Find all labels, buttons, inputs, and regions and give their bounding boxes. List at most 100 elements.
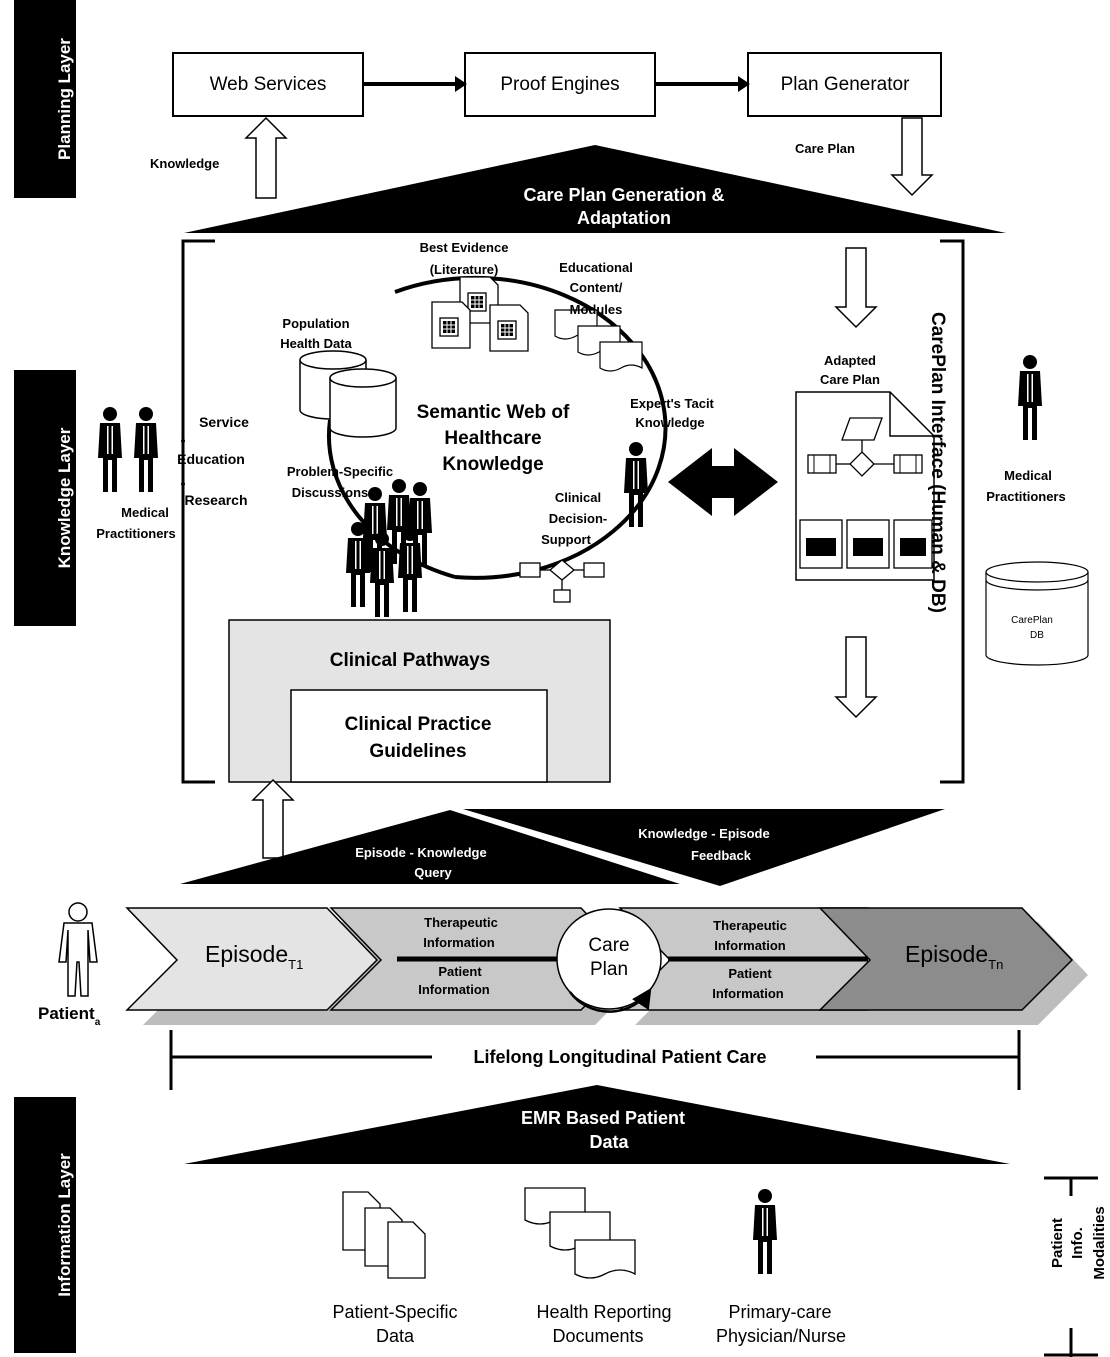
best-evidence-label-1: Best Evidence [420,240,509,255]
left-bracket [181,239,215,784]
svg-text:Information: Information [714,938,786,953]
svg-text:Clinical Pathways: Clinical Pathways [330,650,491,671]
svg-text:Therapeutic: Therapeutic [424,915,498,930]
educational-label-1: Educational [559,260,633,275]
patient-info-modalities: Patient Info. Modalities [1044,1176,1108,1357]
patient-icon [58,902,98,997]
medical-practitioners-left-icon [98,407,158,492]
practitioners-left-label-2: Practitioners [96,526,175,541]
episode-up-arrow [251,778,295,859]
svg-text:Knowledge - Episode: Knowledge - Episode [638,826,769,841]
svg-text:EpisodeTn: EpisodeTn [905,941,1003,972]
svg-text:Information: Information [423,935,495,950]
practitioners-right-label-1: Medical [1004,468,1052,483]
expert-person-icon [624,442,648,527]
svg-text:Proof Engines: Proof Engines [500,74,619,95]
knowledge-layer-label: Knowledge Layer [14,370,76,626]
svg-text:Query: Query [414,865,452,880]
knowledge-down-arrow-2 [834,636,878,719]
adapted-care-plan-label-1: Adapted [824,353,876,368]
population-label-2: Health Data [280,336,352,351]
health-reporting-label-1: Health Reporting [536,1302,671,1322]
semantic-web-title-2: Healthcare [444,428,541,449]
population-health-db-icon [299,350,397,438]
education-label: Education [177,451,245,467]
svg-text:Info.: Info. [1069,1227,1086,1259]
best-evidence-label-2: (Literature) [430,262,499,277]
right-bracket [940,239,965,784]
careplan-db-label-1: CarePlan [1011,615,1053,626]
svg-text:Plan: Plan [590,959,628,980]
svg-text:Care: Care [588,935,629,956]
svg-text:Guidelines: Guidelines [369,741,466,762]
lifelong-care-bar: Lifelong Longitudinal Patient Care [169,1030,1021,1090]
primary-care-label-1: Primary-care [728,1302,831,1322]
research-label: Research [184,492,247,508]
svg-text:EMR Based Patient: EMR Based Patient [521,1108,685,1128]
web-services-box: Web Services [172,52,364,117]
proof-engines-box: Proof Engines [464,52,656,117]
svg-text:Information: Information [418,982,490,997]
careplan-db-label-2: DB [1030,630,1044,641]
knowledge-up-arrow [244,116,288,199]
planning-layer-label: Planning Layer [14,0,76,198]
best-evidence-docs-icon [431,276,529,352]
knowledge-down-arrow-1 [834,247,878,329]
expert-label-1: Expert's Tacit [630,396,714,411]
service-label: Service [199,414,249,430]
svg-text:Therapeutic: Therapeutic [713,918,787,933]
svg-text:Information: Information [712,986,784,1001]
svg-text:Knowledge Layer: Knowledge Layer [55,427,74,568]
problem-specific-label-1: Problem-Specific [287,464,393,479]
problem-specific-label-2: Discussions [292,485,369,500]
care-plan-down-arrow [890,117,934,197]
clinical-decision-label-2: Decision- [549,511,608,526]
information-layer-label: Information Layer [14,1097,76,1353]
clinical-pathways-box: Clinical Pathways [228,619,611,783]
svg-text:Adaptation: Adaptation [577,208,671,228]
population-label-1: Population [282,316,349,331]
emr-patient-data-triangle: EMR Based Patient Data [184,1085,1010,1164]
primary-care-label-2: Physician/Nurse [716,1326,846,1346]
patient-specific-data-icon [342,1191,426,1279]
careplan-interface-label: CarePlan Interface (Human & DB) [927,312,948,613]
primary-care-physician-icon [753,1189,777,1274]
health-reporting-docs-icon [524,1187,636,1279]
episode-knowledge-query-triangle: Episode - Knowledge Query [180,810,680,884]
patient-specific-label-2: Data [376,1326,415,1346]
care-plan-label: Care Plan [795,141,855,156]
svg-text:Modalities: Modalities [1091,1206,1108,1279]
svg-text:Planning Layer: Planning Layer [55,38,74,160]
medical-practitioner-right-icon [1018,355,1042,440]
planning-arrows [363,76,750,92]
svg-text:Episode - Knowledge: Episode - Knowledge [355,845,486,860]
svg-text:Web Services: Web Services [210,74,327,95]
clinical-decision-label-3: Support [541,532,591,547]
semantic-web-title-3: Knowledge [442,454,543,475]
flowchart-icon [519,559,605,603]
svg-text:Data: Data [589,1132,629,1152]
care-plan-generation-triangle: Care Plan Generation & Adaptation [184,145,1006,233]
svg-text:EpisodeT1: EpisodeT1 [205,941,303,972]
bidirectional-arrow [668,448,778,516]
knowledge-episode-feedback-triangle: Knowledge - Episode Feedback [463,809,945,886]
clinical-practice-guidelines: Clinical Practice Guidelines [345,714,492,762]
svg-text:Clinical Practice: Clinical Practice [345,714,492,735]
svg-text:Patient: Patient [438,964,482,979]
svg-text:Patient: Patient [728,966,772,981]
adapted-care-plan-label-2: Care Plan [820,372,880,387]
care-plan-cycle: Care Plan [556,908,662,1013]
practitioners-right-label-2: Practitioners [986,489,1065,504]
svg-text:Plan Generator: Plan Generator [781,74,911,95]
episode-tn-chevron: EpisodeTn [818,907,1074,1011]
svg-text:Care Plan Generation &: Care Plan Generation & [523,185,724,205]
episode-t1-chevron: EpisodeT1 [125,907,379,1011]
adapted-care-plan-doc [795,391,935,581]
svg-text:Lifelong Longitudinal Patient: Lifelong Longitudinal Patient Care [473,1047,766,1067]
patient-specific-label-1: Patient-Specific [332,1302,457,1322]
educational-label-2: Content/ [570,280,623,295]
knowledge-label: Knowledge [150,156,219,171]
practitioners-left-label-1: Medical [121,505,169,520]
svg-text:Information Layer: Information Layer [55,1153,74,1297]
patient-label: Patienta [38,1004,101,1028]
